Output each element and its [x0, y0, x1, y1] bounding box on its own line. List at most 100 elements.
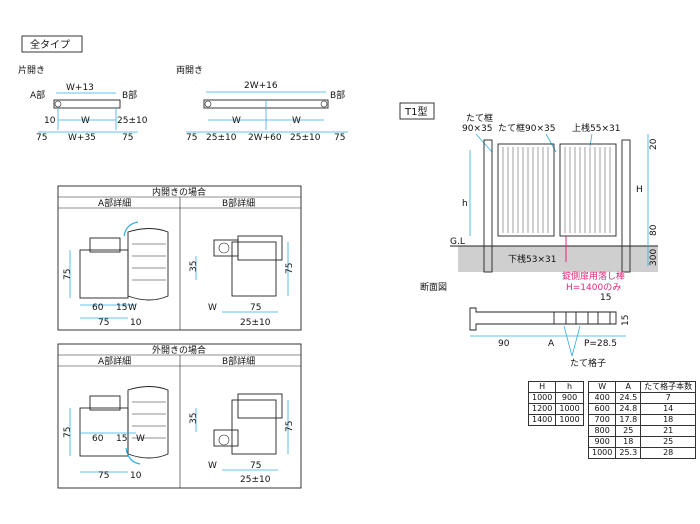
w-table-cell: 1000 [587, 447, 617, 459]
t1-bottom-rail: 下桟53×31 [508, 253, 556, 265]
outer-panel-frame [57, 343, 302, 489]
outer-a-dim-w: W [136, 434, 145, 444]
section-rail-profile [469, 307, 617, 331]
outer-b-dim-75: 75 [250, 461, 261, 471]
outer-a-gate-section [127, 386, 169, 459]
t1-left-leaf [497, 143, 555, 237]
inner-panel-frame [57, 185, 302, 331]
single-dim-w: W [81, 116, 90, 126]
w-table-cell: 21 [640, 425, 697, 437]
section-lattice-3 [597, 311, 611, 325]
outer-b-latch-circle [218, 434, 230, 446]
section-lattice-label: たて格子 [570, 357, 606, 369]
section-dim-15a: 15 [600, 293, 611, 303]
double-dim-25a: 25±10 [206, 133, 237, 143]
single-gate-plan [53, 99, 121, 109]
w-table-cell: 24.5 [615, 392, 642, 404]
w-table-cell: 25.3 [615, 447, 642, 459]
inner-a-dim-10: 10 [130, 318, 142, 328]
outer-a-post [79, 407, 129, 457]
inner-b-latch-box [237, 235, 283, 261]
single-dim-75b: 75 [122, 133, 133, 143]
outer-a-dim-60: 60 [92, 434, 104, 444]
single-dim-75a: 75 [36, 133, 47, 143]
t1-dim-h: h [462, 199, 468, 209]
outer-a-dim-75: 75 [98, 471, 109, 481]
outer-b-detail: B部詳細 [222, 355, 255, 367]
inner-b-post [231, 241, 277, 297]
inner-a-detail: A部詳細 [98, 197, 131, 209]
inner-b-gate-end [213, 239, 239, 257]
w-table-cell: 900 [587, 436, 617, 448]
t1-title-box [399, 102, 435, 120]
t1-drop-bolt-note: H=1400のみ [566, 282, 621, 293]
w-table-cell: 800 [587, 425, 617, 437]
double-dim-75a: 75 [186, 133, 197, 143]
h-table-cell: 1000 [527, 392, 557, 404]
inner-b-detail: B部詳細 [222, 197, 255, 209]
double-dim-75b: 75 [334, 133, 345, 143]
inner-b-latch-circle [218, 242, 230, 254]
inner-b-dim-35: 35 [189, 261, 199, 272]
single-title: 片開き [18, 64, 45, 76]
t1-ground [458, 246, 658, 272]
outer-title: 外開きの場合 [152, 344, 206, 356]
double-swing-diagram: 両開き 2W+16 B部 W W 75 25±10 2W+60 25±10 75 [176, 65, 348, 143]
inner-a-dim-w: W [128, 303, 137, 313]
double-dim-2w16: 2W+16 [244, 81, 278, 91]
outer-a-swing-arrow [125, 447, 141, 465]
w-table-header-a: A [615, 381, 642, 393]
single-b-part: B部 [122, 89, 137, 101]
t1-post-size: 90×35 [462, 124, 492, 134]
section-title: 断面図 [420, 281, 447, 293]
t1-right-leaf [559, 143, 617, 237]
inner-title: 内開きの場合 [152, 186, 206, 198]
inner-a-swing-arrow [123, 221, 139, 237]
section-dim-15b: 15 [621, 315, 631, 326]
single-hinge-circle [54, 100, 62, 108]
t1-dim-300: 300 [649, 249, 659, 266]
section-lattice-2 [575, 311, 589, 325]
single-swing-diagram: 片開き A部 B部 W+13 10 W 25±10 75 W+35 75 [18, 64, 148, 143]
t1-post-label: たて框 [466, 112, 493, 124]
inner-b-dim-25: 25±10 [240, 318, 271, 328]
t1-gl: G.L [450, 237, 465, 247]
t1-top-rail: 上桟55×31 [572, 122, 620, 134]
t1-mid-post: たて框90×35 [498, 122, 555, 134]
t1-elevation: T1型 たて框 90×35 たて框90×35 上桟55×31 G.L [399, 102, 659, 293]
w-table-cell: 700 [587, 414, 617, 426]
double-hinge-right [320, 100, 328, 108]
outer-a-detail: A部詳細 [98, 355, 131, 367]
h-table-cell: 900 [555, 392, 584, 404]
inner-a-dim-75: 75 [98, 318, 109, 328]
w-table-header-count: たて格子本数 [640, 381, 697, 393]
t1-dim-H: H [636, 185, 643, 195]
section-pitch: P=28.5 [584, 339, 617, 349]
w-table-cell: 18 [640, 414, 697, 426]
outer-b-dim-25: 25±10 [240, 475, 271, 485]
outer-a-hinge [89, 395, 121, 411]
w-table-cell: 600 [587, 403, 617, 415]
h-table-cell: 1400 [527, 414, 557, 426]
double-b-part: B部 [330, 89, 345, 101]
w-table-cell: 7 [640, 392, 697, 404]
t1-dim-80: 80 [649, 224, 659, 236]
outer-a-dim-75v: 75 [63, 427, 73, 438]
w-table-cell: 14 [640, 403, 697, 415]
h-table-cell: 1000 [555, 414, 584, 426]
t1-dim-20: 20 [649, 138, 659, 150]
outer-b-dim-35: 35 [189, 413, 199, 424]
h-table-cell: 1000 [555, 403, 584, 415]
double-title: 両開き [176, 65, 203, 76]
w-table-cell: 400 [587, 392, 617, 404]
t1-right-post [621, 139, 631, 273]
outer-a-dim-10: 10 [130, 471, 142, 481]
h-table-header-h: H [527, 381, 557, 393]
w-table-cell: 24.8 [615, 403, 642, 415]
inner-a-post [79, 249, 129, 299]
section-dim-a: A [548, 339, 555, 349]
outer-b-gate-end [213, 429, 239, 447]
